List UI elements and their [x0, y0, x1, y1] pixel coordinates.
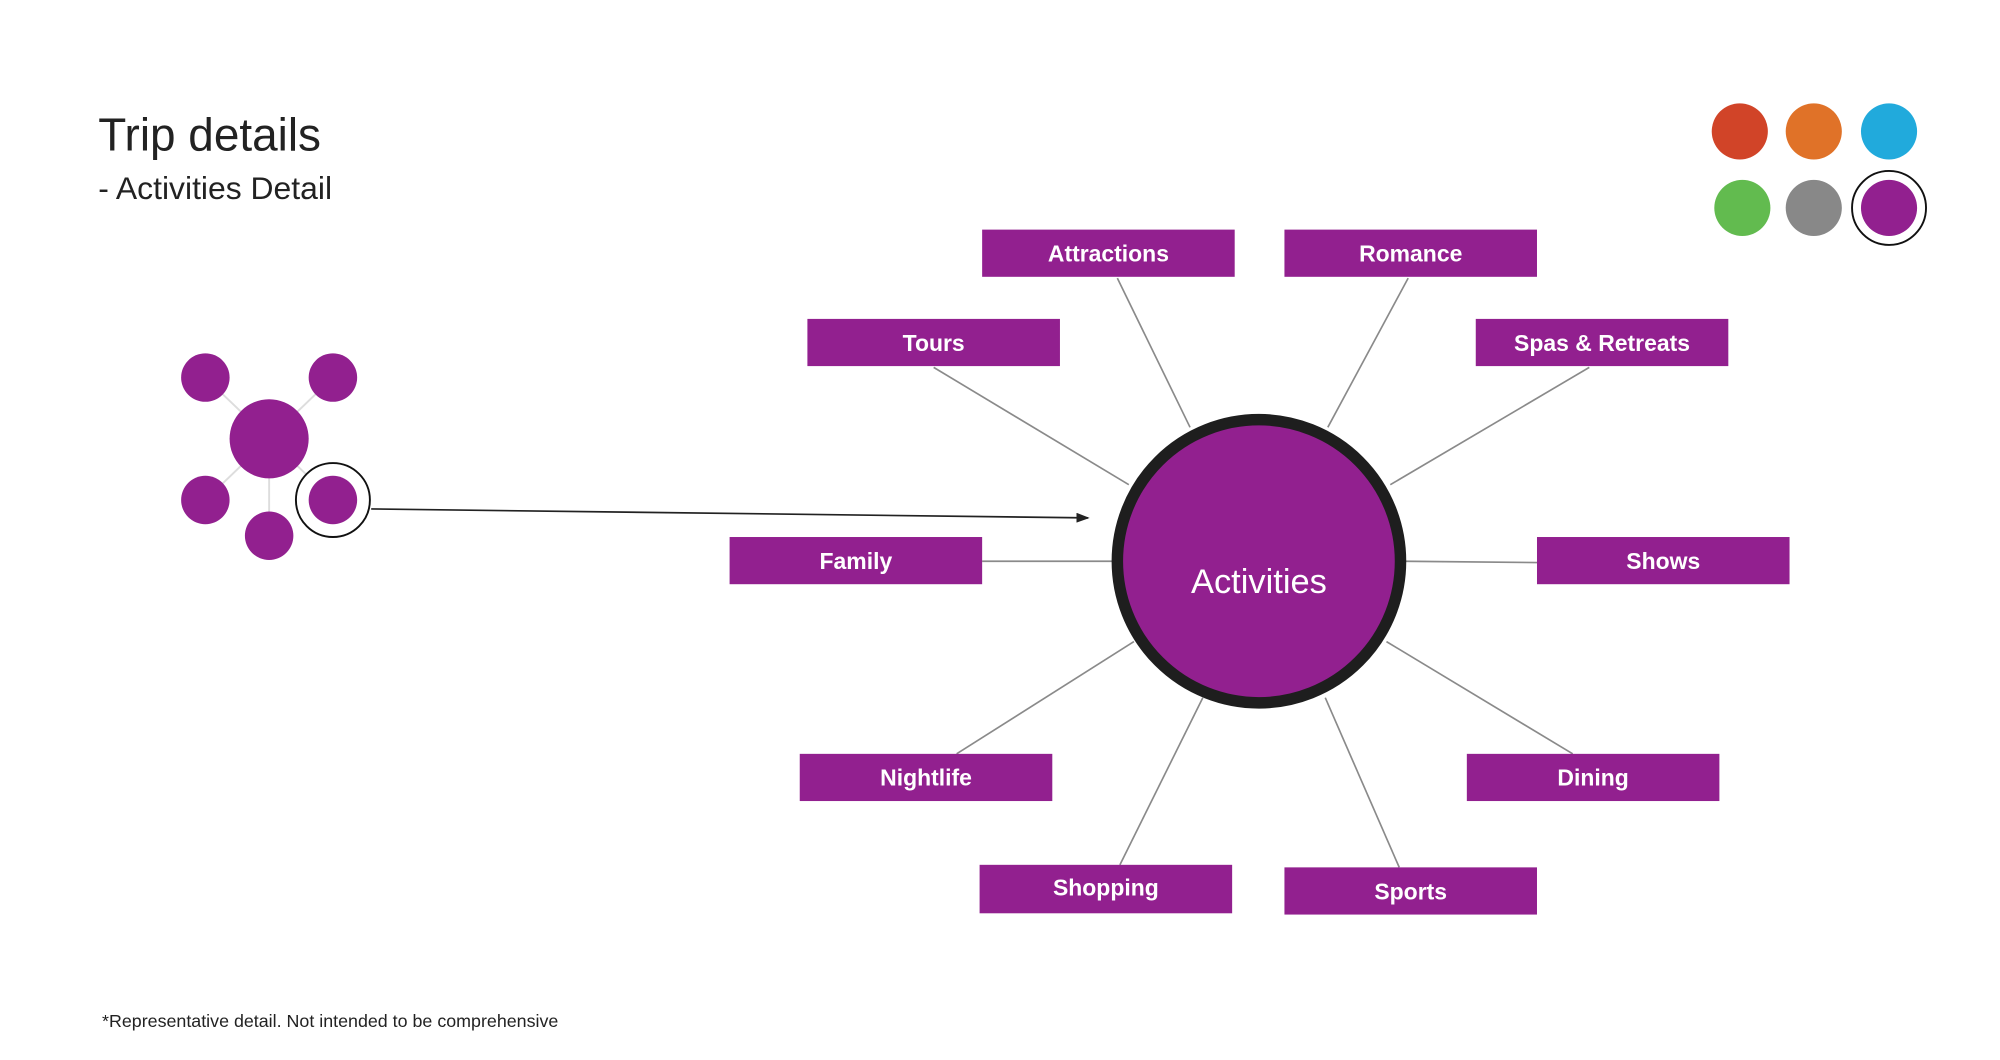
mini-center-node [229, 399, 309, 479]
palette-orange-dot[interactable] [1785, 103, 1842, 160]
category-tours[interactable]: Tours [807, 318, 1060, 367]
category-shopping[interactable]: Shopping [979, 864, 1233, 914]
category-attractions[interactable]: Attractions [982, 229, 1235, 277]
category-label: Shows [1626, 548, 1700, 574]
footnote: *Representative detail. Not intended to … [102, 1011, 558, 1031]
mini-node-selected[interactable] [308, 475, 358, 525]
category-shows[interactable]: Shows [1536, 537, 1790, 585]
palette-selection-ring [1851, 169, 1927, 246]
category-label: Spas & Retreats [1514, 330, 1690, 356]
category-sports[interactable]: Sports [1284, 867, 1537, 915]
category-label: Dining [1557, 765, 1628, 791]
category-label: Romance [1359, 241, 1462, 267]
mini-node[interactable] [181, 475, 230, 525]
palette-blue-dot[interactable] [1860, 103, 1918, 160]
category-spas-retreats[interactable]: Spas & Retreats [1475, 318, 1729, 367]
palette-green-dot[interactable] [1714, 179, 1771, 236]
center-node[interactable] [1111, 413, 1407, 709]
center-node-label: Activities [1191, 563, 1327, 601]
category-label: Sports [1374, 878, 1447, 904]
category-label: Family [820, 548, 893, 574]
color-palette [1711, 103, 1927, 246]
category-nightlife[interactable]: Nightlife [799, 753, 1053, 802]
category-label: Shopping [1053, 874, 1159, 900]
category-label: Nightlife [880, 765, 972, 791]
category-label: Attractions [1048, 241, 1169, 267]
spokes [933, 277, 1590, 868]
page-title: Trip details [98, 109, 321, 161]
mini-overview-diagram [181, 353, 371, 560]
zoom-arrow [371, 508, 1090, 523]
page-subtitle: - Activities Detail [98, 170, 332, 206]
category-label: Tours [903, 330, 965, 356]
palette-red-dot[interactable] [1711, 103, 1768, 160]
mini-node[interactable] [244, 511, 294, 560]
palette-gray-dot[interactable] [1785, 179, 1842, 236]
category-dining[interactable]: Dining [1466, 753, 1720, 802]
mini-node[interactable] [181, 353, 230, 402]
category-romance[interactable]: Romance [1284, 229, 1537, 277]
mini-node[interactable] [308, 353, 358, 402]
palette-purple-dot[interactable] [1860, 179, 1918, 236]
category-family[interactable]: Family [729, 537, 983, 585]
